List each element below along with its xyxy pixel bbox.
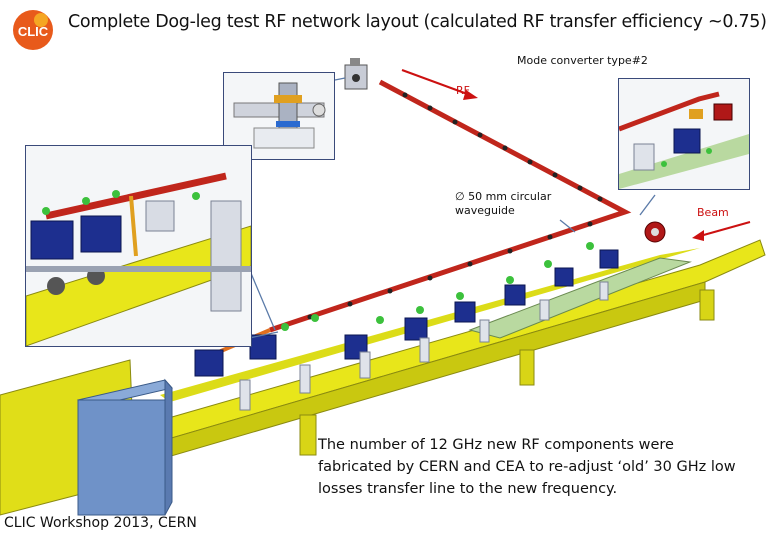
waveguide-flanges — [307, 92, 603, 320]
beam-arrow — [692, 221, 751, 241]
page-title: Complete Dog-leg test RF network layout … — [68, 12, 767, 32]
waveguide-label-line2: waveguide — [455, 204, 515, 217]
inset-3-illustration — [26, 172, 251, 346]
rf-arrow — [401, 69, 478, 100]
footer-text: CLIC Workshop 2013, CERN — [4, 515, 197, 531]
mode-converter-label: Mode converter type#2 — [517, 54, 648, 67]
inset-2-illustration — [619, 91, 749, 189]
note-line-2: fabricated by CERN and CEA to re-adjust … — [318, 459, 736, 475]
description-note: The number of 12 GHz new RF components w… — [318, 434, 738, 500]
rf-label: RF — [456, 84, 470, 97]
mode-converter — [344, 58, 368, 90]
beam-label: Beam — [697, 206, 729, 219]
rf-modules — [194, 249, 619, 377]
support-stands — [239, 281, 609, 411]
electrical-cabinet — [77, 378, 173, 516]
inset-1-illustration — [233, 82, 326, 149]
waveguide-label-line1: ∅ 50 mm circular — [455, 190, 552, 203]
support-plate — [468, 257, 692, 339]
inset-module-assembly-detail — [25, 145, 252, 347]
clic-logo: CLIC — [13, 10, 53, 50]
inset-bend-detail — [618, 78, 750, 190]
note-line-3: losses transfer line to the new frequenc… — [318, 481, 618, 497]
beam-end-module — [644, 221, 666, 243]
module-caps — [281, 242, 594, 331]
note-line-1: The number of 12 GHz new RF components w… — [318, 437, 674, 453]
logo-text: CLIC — [18, 24, 49, 39]
